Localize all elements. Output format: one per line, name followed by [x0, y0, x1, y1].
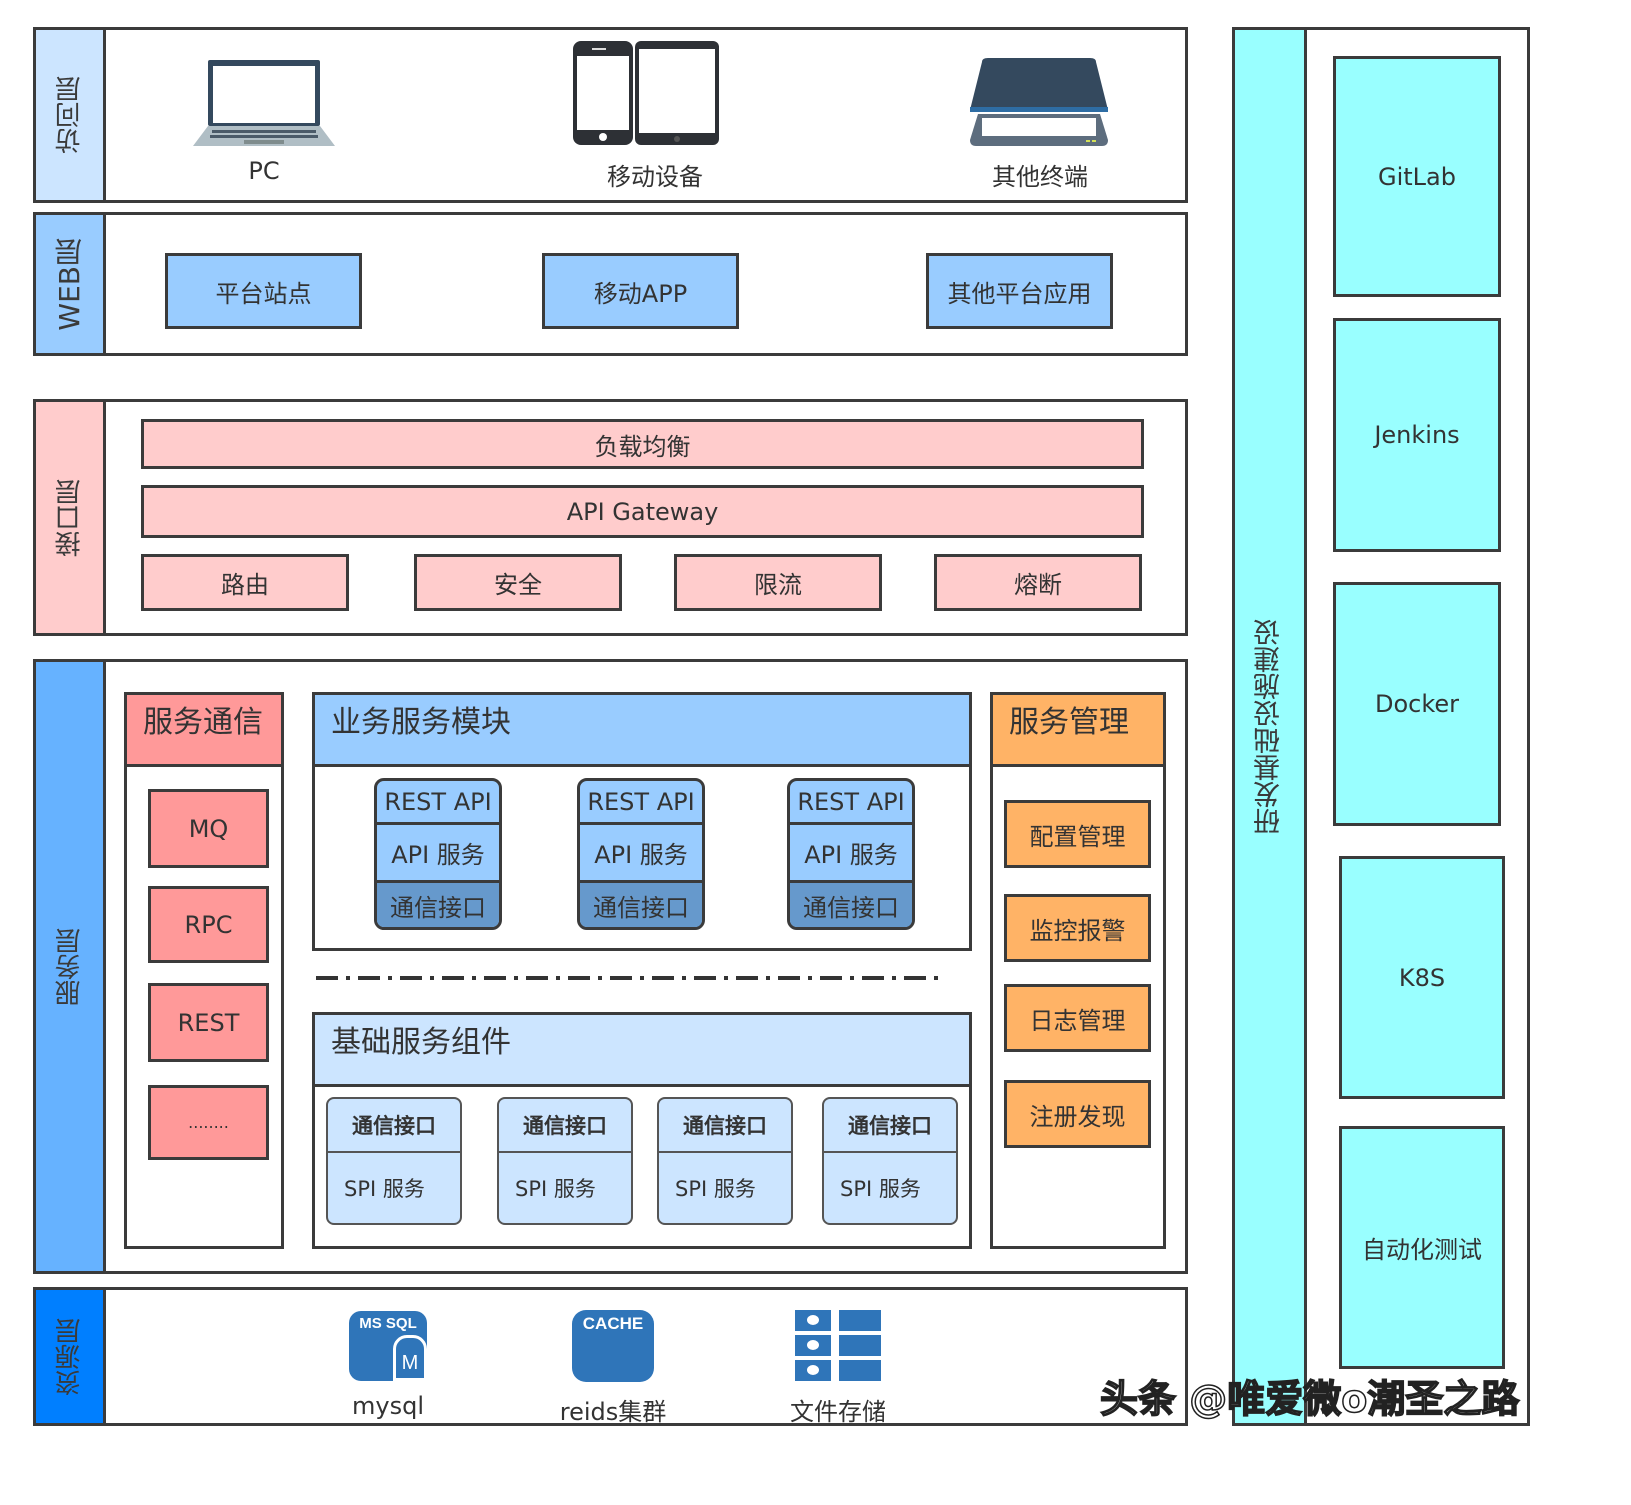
infrastructure-title: 研发基础设施建设	[1254, 618, 1285, 835]
service-layer-label: 服务层	[33, 659, 106, 1274]
spi-card-interface: 通信接口	[328, 1099, 460, 1153]
infra-item-docker: Docker	[1333, 582, 1501, 826]
api-stack-interface: 通信接口	[790, 883, 912, 927]
watermark: 头条 @唯爱微o潮圣之路	[1099, 1376, 1520, 1422]
access-item-mobile: 移动设备	[607, 163, 703, 191]
mgmt-item-registry: 注册发现	[1004, 1080, 1151, 1148]
web-item-mobile-app: 移动APP	[542, 253, 739, 329]
spi-card-service: SPI 服务	[840, 1177, 921, 1201]
service-communication-panel	[124, 692, 284, 1249]
mssql-database-icon: MS SQL M	[349, 1311, 427, 1381]
spi-card-interface: 通信接口	[824, 1099, 956, 1153]
resource-layer-title: 资源层	[55, 1317, 85, 1396]
database-cylinder-icon: M	[393, 1335, 427, 1381]
feature-rate-limit: 限流	[674, 554, 882, 611]
spi-card: 通信接口 SPI 服务	[326, 1097, 462, 1225]
service-management-panel	[990, 692, 1166, 1249]
mobile-devices-icon	[573, 41, 719, 145]
spi-card-interface: 通信接口	[659, 1099, 791, 1153]
service-communication-title: 服务通信	[124, 692, 284, 767]
base-components-title: 基础服务组件	[312, 1012, 972, 1087]
dash-dot-divider	[316, 976, 944, 980]
api-stack: REST API API 服务 通信接口	[577, 778, 705, 930]
api-stack-interface: 通信接口	[377, 883, 499, 927]
comm-item-mq: MQ	[148, 789, 269, 868]
infra-item-gitlab: GitLab	[1333, 56, 1501, 297]
spi-card: 通信接口 SPI 服务	[497, 1097, 633, 1225]
resource-item-mysql: mysql	[352, 1392, 424, 1420]
comm-item-rest: REST	[148, 983, 269, 1062]
mgmt-item-logging: 日志管理	[1004, 984, 1151, 1052]
api-gateway-bar: API Gateway	[141, 485, 1144, 538]
cache-icon: CACHE	[572, 1310, 654, 1382]
api-stack-service: API 服务	[377, 825, 499, 883]
api-stack: REST API API 服务 通信接口	[787, 778, 915, 930]
api-stack-rest: REST API	[580, 781, 702, 825]
load-balancer-bar: 负载均衡	[141, 419, 1144, 469]
api-stack-service: API 服务	[580, 825, 702, 883]
access-item-other-terminal: 其他终端	[992, 163, 1088, 191]
api-stack-service: API 服务	[790, 825, 912, 883]
database-m-letter: M	[401, 1352, 419, 1374]
spi-card: 通信接口 SPI 服务	[822, 1097, 958, 1225]
mgmt-item-monitoring: 监控报警	[1004, 894, 1151, 962]
spi-card-service: SPI 服务	[344, 1177, 425, 1201]
service-management-title: 服务管理	[990, 692, 1166, 767]
spi-card: 通信接口 SPI 服务	[657, 1097, 793, 1225]
mgmt-item-config: 配置管理	[1004, 800, 1151, 868]
resource-item-redis-cluster: reids集群	[559, 1398, 667, 1426]
api-stack: REST API API 服务 通信接口	[374, 778, 502, 930]
web-item-platform-site: 平台站点	[165, 253, 362, 329]
feature-routing: 路由	[141, 554, 349, 611]
resource-item-file-storage: 文件存储	[790, 1398, 886, 1426]
feature-security: 安全	[414, 554, 622, 611]
infrastructure-label: 研发基础设施建设	[1232, 27, 1307, 1426]
api-stack-rest: REST API	[790, 781, 912, 825]
file-storage-icon	[795, 1310, 881, 1381]
api-stack-rest: REST API	[377, 781, 499, 825]
scanner-icon	[970, 58, 1108, 146]
web-item-other-platform: 其他平台应用	[926, 253, 1113, 329]
service-layer-title: 服务层	[55, 927, 85, 1006]
spi-card-service: SPI 服务	[675, 1177, 756, 1201]
comm-item-rpc: RPC	[148, 886, 269, 963]
web-layer-label: WEB层	[33, 212, 106, 356]
resource-layer-label: 资源层	[33, 1287, 106, 1426]
interface-layer-label: 接口层	[33, 399, 106, 636]
spi-card-interface: 通信接口	[499, 1099, 631, 1153]
infra-item-k8s: K8S	[1339, 856, 1505, 1099]
cache-badge-text: CACHE	[582, 1314, 644, 1333]
access-item-pc: PC	[248, 157, 280, 185]
spi-card-service: SPI 服务	[515, 1177, 596, 1201]
business-module-title: 业务服务模块	[312, 692, 972, 767]
laptop-icon	[193, 60, 335, 146]
comm-item-more: ........	[148, 1085, 269, 1160]
interface-layer-title: 接口层	[55, 478, 85, 557]
mssql-badge-text: MS SQL	[359, 1315, 417, 1332]
web-layer-title: WEB层	[52, 237, 86, 331]
infra-item-automated-testing: 自动化测试	[1339, 1126, 1505, 1369]
infra-item-jenkins: Jenkins	[1333, 318, 1501, 552]
api-stack-interface: 通信接口	[580, 883, 702, 927]
access-layer-label: 访问层	[33, 27, 106, 203]
feature-circuit-breaker: 熔断	[934, 554, 1142, 611]
access-layer-title: 访问层	[55, 76, 85, 154]
